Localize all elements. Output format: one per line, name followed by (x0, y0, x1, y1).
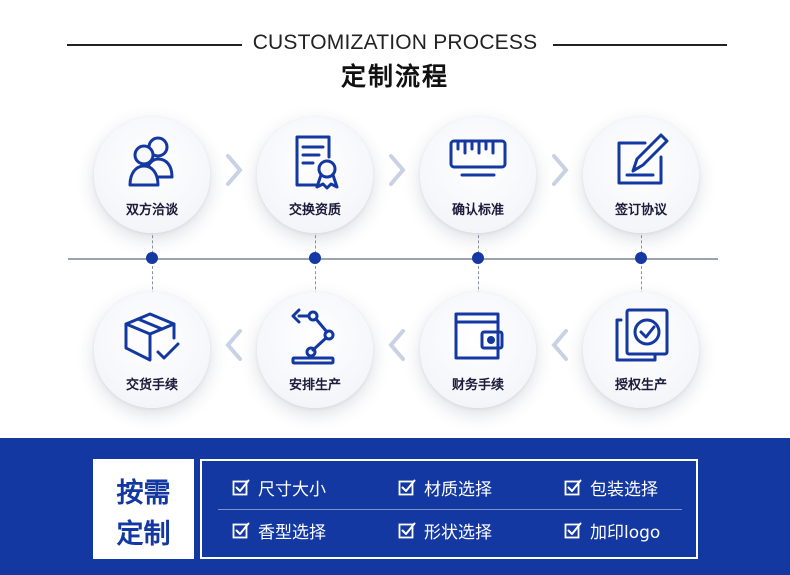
option-label: 形状选择 (424, 522, 492, 543)
option-label: 加印logo (590, 522, 661, 543)
people-icon (128, 136, 174, 187)
step-label: 确认标准 (451, 203, 504, 218)
checkbox-checked-icon (232, 479, 250, 496)
checkbox-checked-icon (398, 522, 416, 539)
process-step-delivery: 交货手续 (94, 292, 210, 408)
step-label: 授权生产 (614, 378, 667, 393)
option-label: 香型选择 (258, 522, 326, 543)
header-rule-right (553, 44, 727, 46)
timeline-line (68, 258, 718, 260)
process-step-exchange-qualification: 交换资质 (257, 117, 373, 233)
checkbox-checked-icon (232, 522, 250, 539)
chevron-right-icon (552, 154, 569, 186)
chevron-right-icon (389, 154, 406, 186)
option-item-shape: 形状选择 (398, 518, 492, 543)
option-item-logo-print: 加印logo (564, 518, 661, 543)
page-title-english: CUSTOMIZATION PROCESS (252, 31, 538, 54)
process-step-finance: 财务手续 (420, 292, 536, 408)
header-rule-left (67, 44, 242, 46)
step-label: 交换资质 (288, 203, 341, 218)
option-item-material: 材质选择 (398, 475, 492, 500)
process-step-sign-agreement: 签订协议 (583, 117, 699, 233)
robot-arm-icon (291, 308, 335, 365)
timeline-dot (635, 252, 647, 264)
on-demand-line1: 按需 (116, 478, 171, 509)
chevron-left-icon (225, 329, 242, 361)
wallet-icon (454, 312, 504, 360)
page-title-chinese: 定制流程 (340, 62, 449, 91)
checkbox-checked-icon (398, 479, 416, 496)
checkbox-checked-icon (564, 522, 582, 539)
authorize-icon (615, 308, 669, 362)
step-label: 双方洽谈 (125, 203, 178, 218)
on-demand-badge: 按需 定制 (93, 459, 194, 559)
process-step-arrange-production: 安排生产 (257, 292, 373, 408)
timeline-dot (309, 252, 321, 264)
timeline-connector (315, 225, 316, 310)
on-demand-line2: 定制 (116, 519, 171, 550)
process-step-negotiation: 双方洽谈 (94, 117, 210, 233)
step-label: 财务手续 (451, 378, 504, 393)
timeline-dot (472, 252, 484, 264)
timeline-connector (641, 225, 642, 310)
sign-pen-icon (617, 133, 669, 185)
options-panel (200, 459, 698, 559)
option-item-size: 尺寸大小 (232, 475, 326, 500)
step-label: 签订协议 (614, 203, 667, 218)
process-step-authorize-production: 授权生产 (583, 292, 699, 408)
timeline-connector (152, 225, 153, 310)
option-label: 尺寸大小 (258, 479, 326, 500)
options-divider (218, 509, 682, 510)
timeline-dot (146, 252, 158, 264)
box-delivery-icon (124, 312, 180, 362)
checkbox-checked-icon (564, 479, 582, 496)
option-label: 材质选择 (424, 479, 492, 500)
timeline-connector (478, 225, 479, 310)
chevron-left-icon (551, 329, 568, 361)
option-item-packaging: 包装选择 (564, 475, 658, 500)
chevron-left-icon (388, 329, 405, 361)
process-step-confirm-standard: 确认标准 (420, 117, 536, 233)
ruler-icon (449, 139, 507, 177)
option-item-fragrance: 香型选择 (232, 518, 326, 543)
chevron-right-icon (226, 154, 243, 186)
certificate-icon (295, 135, 339, 190)
step-label: 安排生产 (288, 378, 341, 393)
step-label: 交货手续 (125, 378, 178, 393)
option-label: 包装选择 (590, 479, 658, 500)
